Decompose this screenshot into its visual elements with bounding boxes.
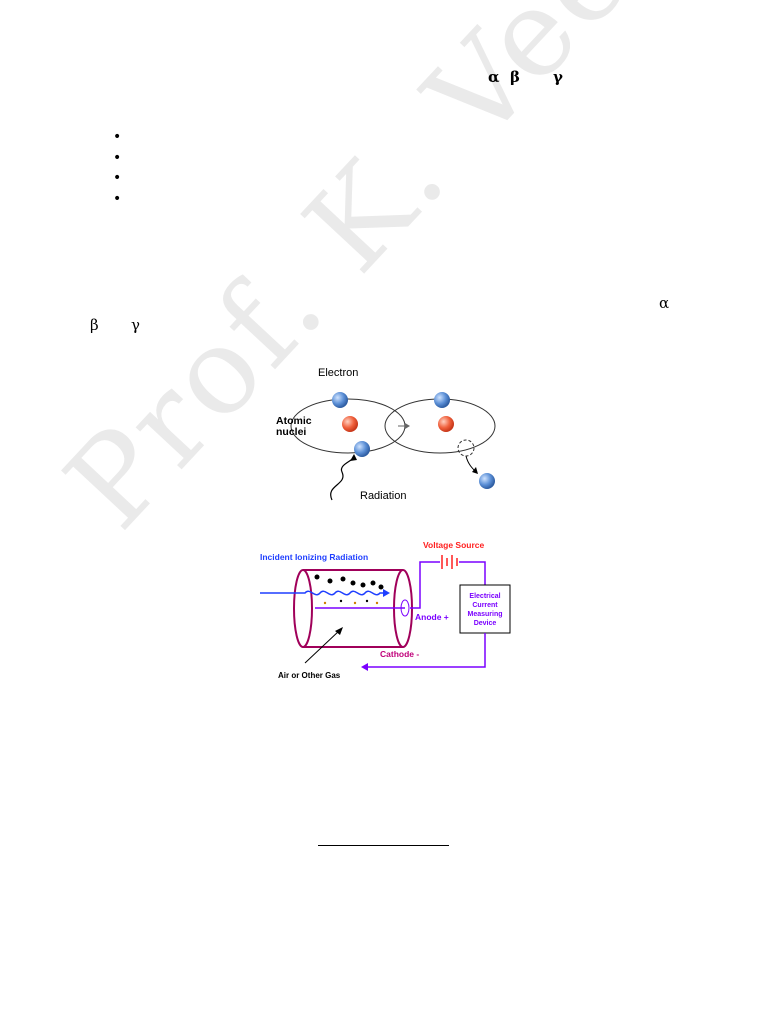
label-gas: Air or Other Gas xyxy=(278,671,341,680)
radiation-wave xyxy=(330,455,355,501)
header-alpha-symbol: α xyxy=(488,68,500,86)
label-electron: Electron xyxy=(318,367,358,379)
ejection-arrowhead xyxy=(472,467,478,474)
ejected-electron xyxy=(479,473,495,489)
device-label-line1: Electrical xyxy=(469,593,500,600)
paragraph-beta-symbol: β xyxy=(90,316,99,334)
ion xyxy=(314,574,320,580)
gas-pointer-line xyxy=(304,629,341,664)
header-gamma-symbol: γ xyxy=(553,68,563,86)
wire-source-to-device xyxy=(459,561,486,585)
bullet-1: • xyxy=(113,129,122,145)
label-atomic: Atomic xyxy=(276,415,312,427)
label-anode: Anode + xyxy=(415,612,449,622)
ion xyxy=(365,599,369,603)
wire-anode-to-source xyxy=(410,561,440,609)
bullet-4: • xyxy=(113,191,122,207)
device-label-line3: Measuring xyxy=(467,611,502,618)
electron-top-right xyxy=(434,392,450,408)
incident-radiation-arrowhead xyxy=(383,589,390,597)
device-label-line4: Device xyxy=(474,620,497,627)
ionization-chamber-figure: Incident Ionizing Radiation Voltage Sour… xyxy=(260,540,511,680)
ion xyxy=(350,580,356,586)
anode-insulator xyxy=(400,599,410,617)
device-label-line2: Current xyxy=(472,602,498,609)
bullet-3: • xyxy=(113,170,122,186)
paragraph-gamma-symbol: γ xyxy=(131,316,140,334)
ion xyxy=(339,599,343,603)
ion xyxy=(370,580,376,586)
ion xyxy=(360,582,366,588)
label-incident-radiation: Incident Ionizing Radiation xyxy=(260,552,368,562)
radiation-arrowhead xyxy=(350,454,357,461)
electron-bottom-left xyxy=(354,441,370,457)
ion xyxy=(327,578,333,584)
header-beta-symbol: β xyxy=(510,68,520,86)
ion xyxy=(378,584,384,590)
incident-radiation-wave xyxy=(260,590,385,596)
wire-device-to-cathode xyxy=(365,633,486,668)
label-nuclei: nuclei xyxy=(276,426,306,438)
ion xyxy=(375,601,379,605)
cathode-wire-arrowhead xyxy=(361,663,368,671)
ion xyxy=(340,576,346,582)
label-radiation: Radiation xyxy=(360,490,406,502)
chamber-body xyxy=(303,569,403,648)
gas-pointer-arrowhead xyxy=(335,627,343,635)
ion xyxy=(353,601,357,605)
chamber-left-end xyxy=(293,569,313,648)
electron-top-left xyxy=(332,392,348,408)
current-measuring-device xyxy=(459,584,511,634)
paragraph-alpha-symbol: α xyxy=(659,294,670,312)
label-cathode: Cathode - xyxy=(380,649,419,659)
ion xyxy=(323,601,327,605)
bullet-2: • xyxy=(113,150,122,166)
nucleus-right xyxy=(438,416,454,432)
transition-arrowhead xyxy=(405,423,410,429)
footnote-separator xyxy=(318,845,449,846)
ionization-figure: Electron Atomic nuclei Radiation xyxy=(276,367,496,502)
label-voltage-source: Voltage Source xyxy=(423,540,485,550)
nucleus-left xyxy=(342,416,358,432)
